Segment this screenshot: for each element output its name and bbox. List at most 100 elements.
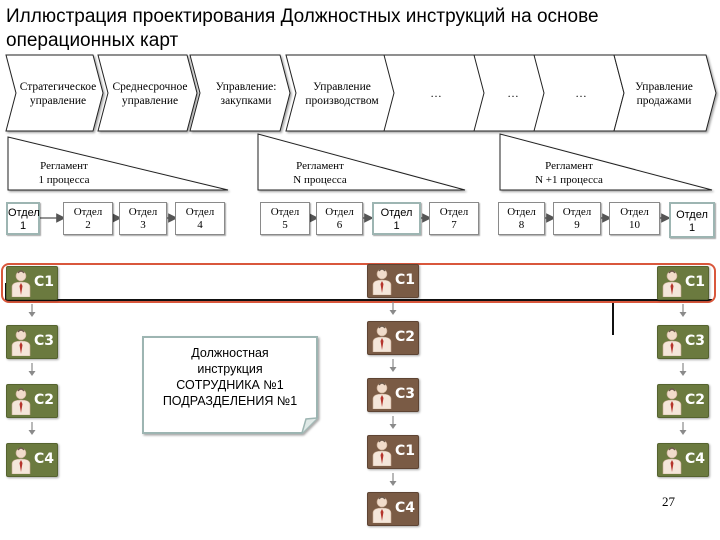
department-6-number: 6 <box>336 219 343 231</box>
chevron-procurement[interactable] <box>189 54 291 132</box>
employee-card-c3[interactable]: C3 <box>367 378 419 412</box>
down-arrow-icon <box>27 422 37 436</box>
regulation-label-n1: Регламент N +1 процесса <box>524 159 614 187</box>
down-arrow-icon <box>678 422 688 436</box>
person-icon <box>372 496 392 523</box>
department-3-label: Отдел <box>128 206 158 218</box>
chevron-label-midterm: Среднесрочное управление <box>112 81 188 107</box>
employee-code: C1 <box>33 274 54 290</box>
employee-card-c1[interactable]: C1 <box>657 266 709 300</box>
employee-card-c2[interactable]: C2 <box>657 384 709 418</box>
person-icon <box>662 388 682 415</box>
down-arrow-icon <box>678 304 688 318</box>
department-9-label: Отдел <box>562 206 592 218</box>
department-1-number: 1 <box>19 220 27 232</box>
employee-code: C4 <box>394 500 415 516</box>
grouping-bracket <box>5 283 712 335</box>
department-1-label: Отдел <box>8 207 40 219</box>
down-arrow-icon <box>388 302 398 316</box>
person-icon <box>11 388 31 415</box>
chevron-strategic[interactable] <box>5 54 104 132</box>
employee-code: C1 <box>394 443 415 459</box>
employee-code: C2 <box>684 392 705 408</box>
department-4-number: 4 <box>197 219 203 231</box>
person-icon <box>11 270 31 297</box>
chevron-label-ellipsis-2: … <box>507 88 519 100</box>
note-line-4: ПОДРАЗДЕЛЕНИЯ №1 <box>162 394 298 408</box>
regulation-triangle-n <box>257 133 466 191</box>
department-10-number: 10 <box>629 219 640 231</box>
person-icon <box>372 268 392 295</box>
department-7-label: Отдел <box>439 206 469 218</box>
employee-card-c2[interactable]: C2 <box>367 321 419 355</box>
regulation-1-line2: 1 процесса <box>38 174 90 186</box>
department-5-number: 5 <box>282 219 288 231</box>
employee-code: C1 <box>684 274 705 290</box>
note-line-1: Должностная <box>191 346 269 360</box>
department-10-label: Отдел <box>620 206 649 218</box>
employee-card-c1[interactable]: C1 <box>6 266 58 300</box>
regulation-triangles <box>7 133 713 191</box>
regulation-triangle-n1 <box>499 133 713 191</box>
employee-code: C2 <box>33 392 54 408</box>
employee-code: C1 <box>394 272 415 288</box>
employee-card-c3[interactable]: C3 <box>657 325 709 359</box>
regulation-n-line2: N процесса <box>293 174 347 186</box>
employee-card-c1[interactable]: C1 <box>367 435 419 469</box>
employee-code: C4 <box>684 451 705 467</box>
employee-code: C4 <box>33 451 54 467</box>
down-arrow-icon <box>388 473 398 487</box>
employee-card-c4[interactable]: C4 <box>6 443 58 477</box>
down-arrow-icon <box>388 416 398 430</box>
down-arrow-icon <box>388 359 398 373</box>
regulation-1-line1: Регламент <box>40 160 88 172</box>
employee-card-c1[interactable]: C1 <box>367 264 419 298</box>
person-icon <box>11 329 31 356</box>
person-icon <box>662 329 682 356</box>
department-1-last-number: 1 <box>688 222 696 234</box>
department-1-repeat-label: Отдел <box>380 207 413 219</box>
employee-code: C3 <box>33 333 54 349</box>
employee-card-c3[interactable]: C3 <box>6 325 58 359</box>
department-4-label: Отдел <box>185 206 215 218</box>
chevron-label-procurement: Управление: закупками <box>215 81 277 107</box>
department-2-label: Отдел <box>73 206 103 218</box>
chevron-label-sales: Управление продажами <box>635 81 693 107</box>
page-number: 27 <box>662 494 675 509</box>
note-line-3: СОТРУДНИКА №1 <box>176 378 284 392</box>
highlight-frame <box>1 263 716 303</box>
department-1-repeat-number: 1 <box>393 220 400 232</box>
down-arrow-icon <box>27 363 37 377</box>
chevron-label-strategic: Стратегическое управление <box>19 81 97 107</box>
department-7-number: 7 <box>451 219 457 231</box>
chevron-sales[interactable] <box>613 54 717 132</box>
person-icon <box>11 447 31 474</box>
regulation-triangle-1 <box>7 136 229 191</box>
employee-card-c4[interactable]: C4 <box>657 443 709 477</box>
employee-code: C3 <box>394 386 415 402</box>
regulation-label-1: Регламент 1 процесса <box>24 159 104 187</box>
chevron-label-ellipsis-1: … <box>430 88 442 100</box>
employee-card-c4[interactable]: C4 <box>367 492 419 526</box>
process-chain <box>5 54 717 132</box>
department-5-label: Отдел <box>270 206 300 218</box>
regulation-n-line1: Регламент <box>296 160 344 172</box>
employee-card-c2[interactable]: C2 <box>6 384 58 418</box>
regulation-n1-line2: N +1 процесса <box>535 174 603 186</box>
employee-code: C2 <box>394 329 415 345</box>
department-6-label: Отдел <box>325 206 354 218</box>
chevron-midterm[interactable] <box>97 54 198 132</box>
